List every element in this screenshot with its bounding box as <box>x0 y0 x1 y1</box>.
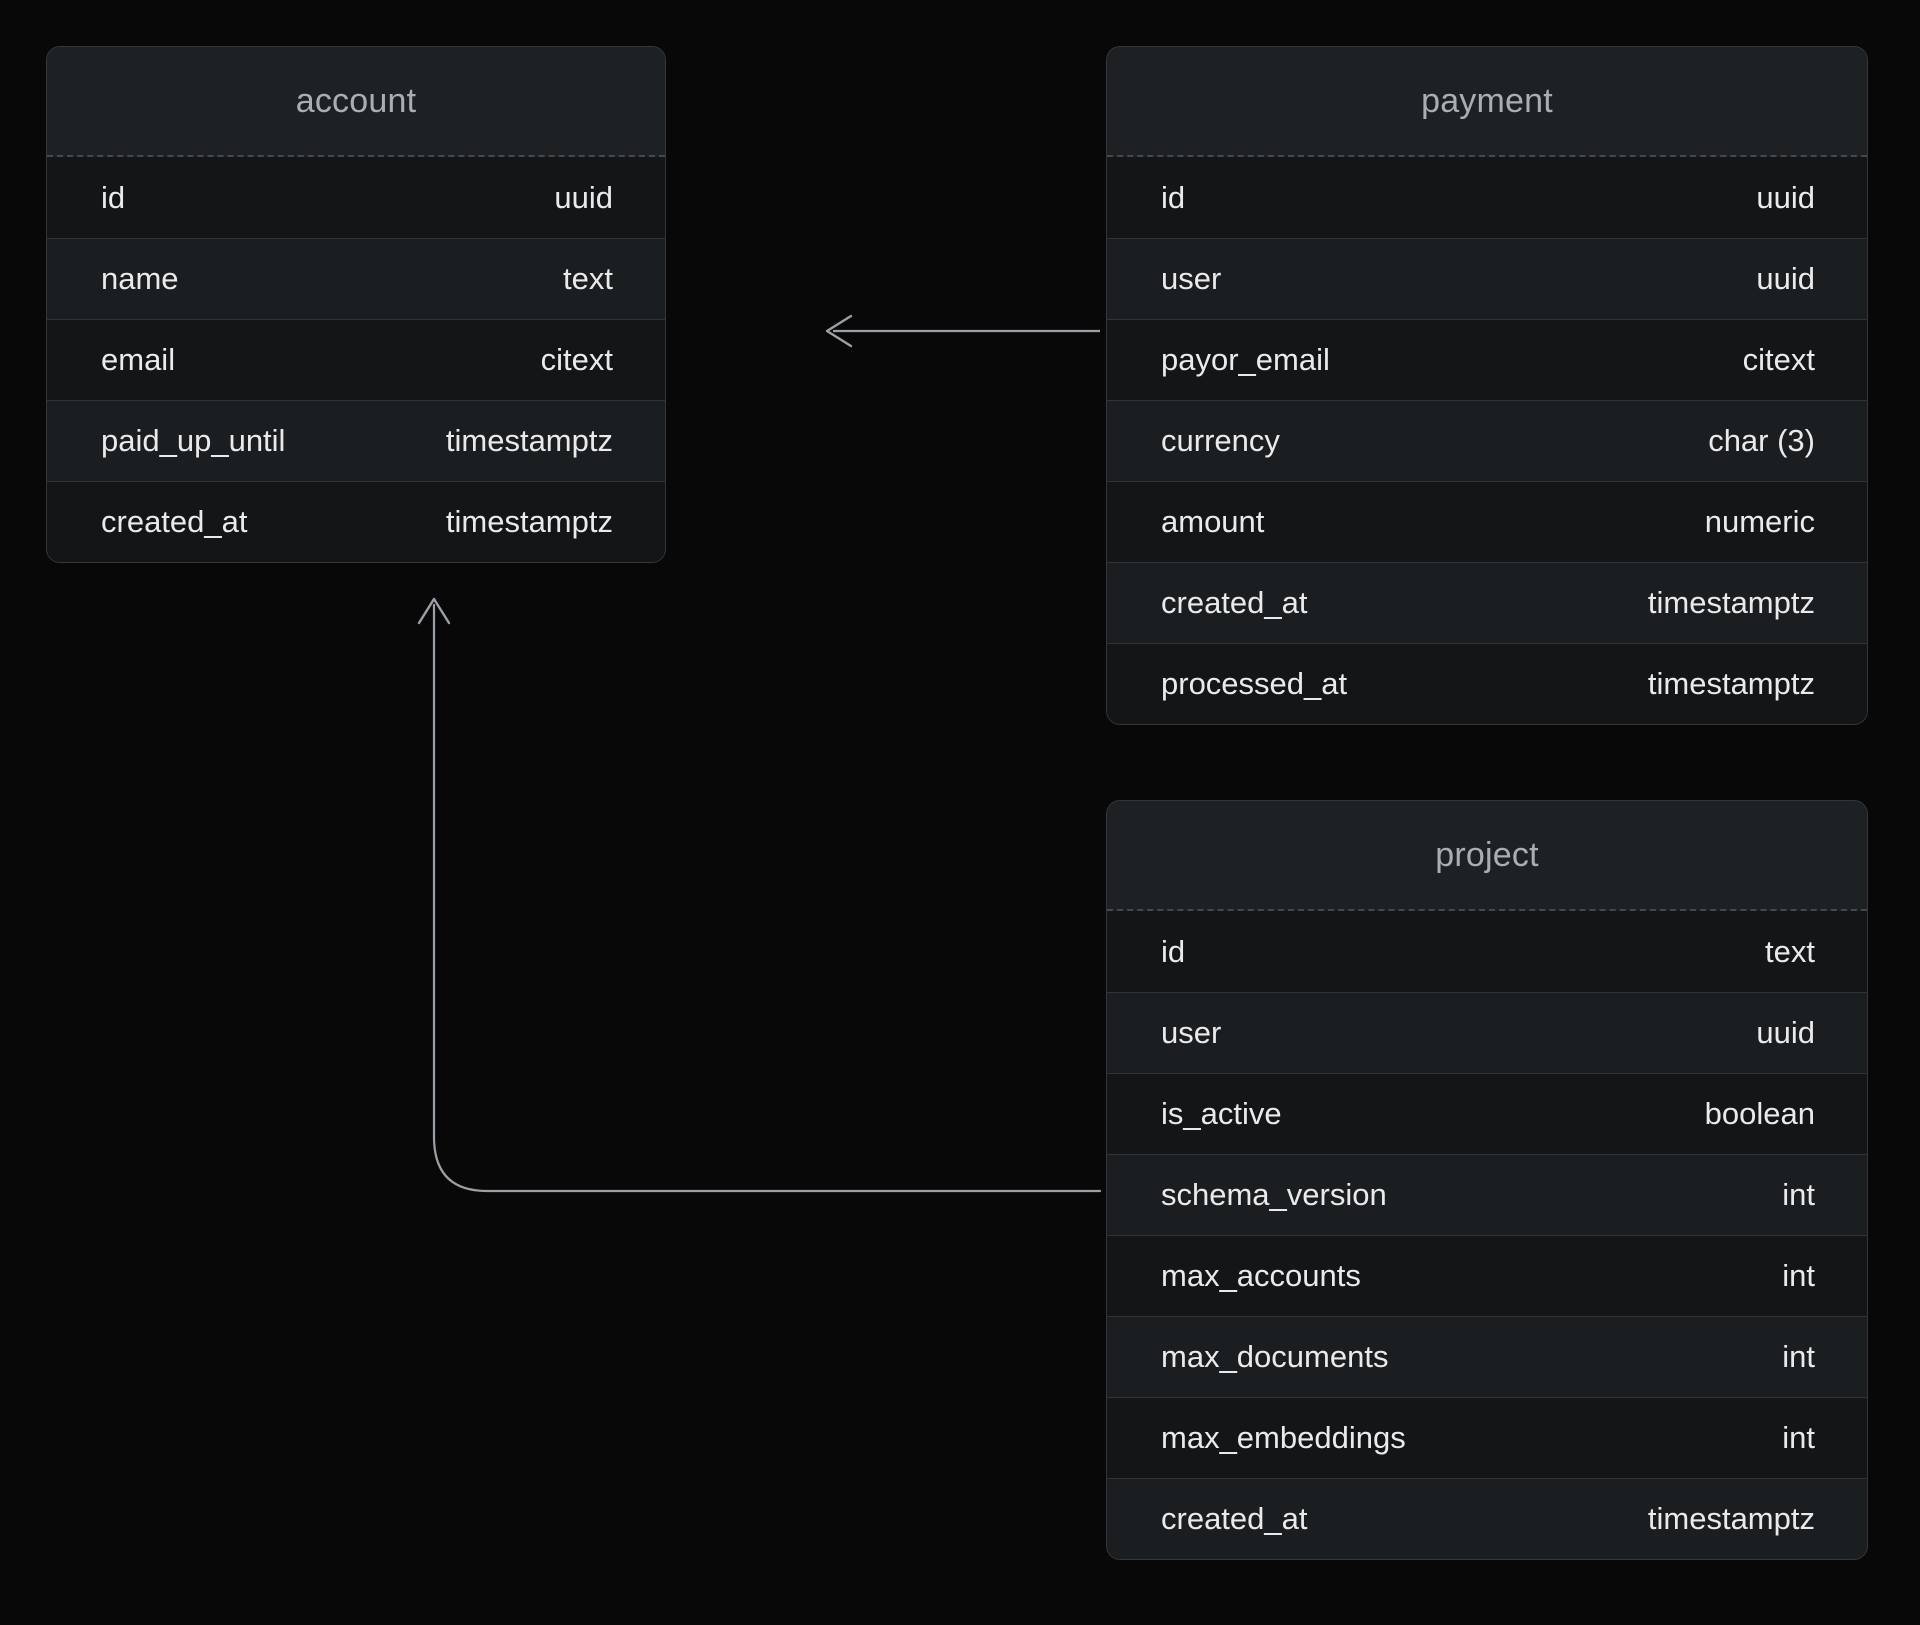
column-name: schema_version <box>1161 1177 1387 1212</box>
entity-title: project <box>1435 835 1539 874</box>
table-row[interactable]: amount numeric <box>1107 481 1867 562</box>
column-name: id <box>1161 933 1186 969</box>
column-type: int <box>1782 1258 1815 1293</box>
column-name: payor_email <box>1161 342 1330 377</box>
column-type: citext <box>540 342 613 377</box>
table-row[interactable]: currency char (3) <box>1107 400 1867 481</box>
column-name: created_at <box>1161 1501 1308 1536</box>
table-row[interactable]: created_at timestamptz <box>1107 1478 1867 1559</box>
column-list: id uuid user uuid payor_email citext cur… <box>1107 157 1867 724</box>
edge-project-to-account <box>417 597 1102 1193</box>
table-row[interactable]: created_at timestamptz <box>1107 562 1867 643</box>
column-type: int <box>1782 1420 1815 1455</box>
column-name: amount <box>1161 504 1265 539</box>
column-type: int <box>1782 1177 1815 1212</box>
column-type: uuid <box>1756 1015 1815 1050</box>
table-row[interactable]: payor_email citext <box>1107 319 1867 400</box>
column-name: name <box>101 261 179 296</box>
table-row[interactable]: user uuid <box>1107 992 1867 1073</box>
arrowhead-up-icon <box>417 597 451 625</box>
column-name: processed_at <box>1161 666 1348 701</box>
column-type: uuid <box>554 179 613 215</box>
table-row[interactable]: email citext <box>47 319 665 400</box>
column-type: int <box>1782 1339 1815 1374</box>
edge-payment-to-account <box>825 314 1100 348</box>
column-name: created_at <box>101 504 248 539</box>
table-row[interactable]: created_at timestamptz <box>47 481 665 562</box>
arrowhead-left-icon <box>825 314 853 348</box>
column-type: timestamptz <box>445 423 613 458</box>
table-row[interactable]: id text <box>1107 911 1867 992</box>
entity-table-project[interactable]: project id text user uuid is_active bool… <box>1106 800 1868 1560</box>
table-row[interactable]: id uuid <box>47 157 665 238</box>
column-name: max_embeddings <box>1161 1420 1406 1455</box>
column-name: user <box>1161 261 1222 296</box>
column-type: boolean <box>1704 1096 1815 1131</box>
column-type: timestamptz <box>1647 585 1815 620</box>
table-row[interactable]: user uuid <box>1107 238 1867 319</box>
column-name: email <box>101 342 176 377</box>
column-type: timestamptz <box>445 504 613 539</box>
table-row[interactable]: paid_up_until timestamptz <box>47 400 665 481</box>
entity-title: account <box>295 81 417 120</box>
table-row[interactable]: max_documents int <box>1107 1316 1867 1397</box>
column-name: created_at <box>1161 585 1308 620</box>
table-row[interactable]: is_active boolean <box>1107 1073 1867 1154</box>
table-row[interactable]: max_accounts int <box>1107 1235 1867 1316</box>
column-type: timestamptz <box>1647 666 1815 701</box>
column-name: id <box>101 179 126 215</box>
column-type: text <box>1765 933 1815 969</box>
table-row[interactable]: schema_version int <box>1107 1154 1867 1235</box>
column-name: id <box>1161 179 1186 215</box>
column-name: user <box>1161 1015 1222 1050</box>
column-type: citext <box>1742 342 1815 377</box>
column-name: is_active <box>1161 1096 1282 1131</box>
entity-table-account[interactable]: account id uuid name text email citext p… <box>46 46 666 563</box>
column-type: numeric <box>1704 504 1815 539</box>
entity-header-payment: payment <box>1107 47 1867 157</box>
table-row[interactable]: name text <box>47 238 665 319</box>
entity-header-account: account <box>47 47 665 157</box>
column-name: paid_up_until <box>101 423 286 458</box>
column-type: uuid <box>1756 179 1815 215</box>
column-type: text <box>563 261 613 296</box>
column-type: timestamptz <box>1647 1501 1815 1536</box>
column-list: id text user uuid is_active boolean sche… <box>1107 911 1867 1559</box>
entity-header-project: project <box>1107 801 1867 911</box>
table-row[interactable]: max_embeddings int <box>1107 1397 1867 1478</box>
column-name: max_accounts <box>1161 1258 1361 1293</box>
column-type: char (3) <box>1708 423 1815 458</box>
entity-table-payment[interactable]: payment id uuid user uuid payor_email ci… <box>1106 46 1868 725</box>
table-row[interactable]: id uuid <box>1107 157 1867 238</box>
column-list: id uuid name text email citext paid_up_u… <box>47 157 665 562</box>
column-name: currency <box>1161 423 1280 458</box>
column-type: uuid <box>1756 261 1815 296</box>
column-name: max_documents <box>1161 1339 1389 1374</box>
table-row[interactable]: processed_at timestamptz <box>1107 643 1867 724</box>
entity-title: payment <box>1421 81 1553 120</box>
